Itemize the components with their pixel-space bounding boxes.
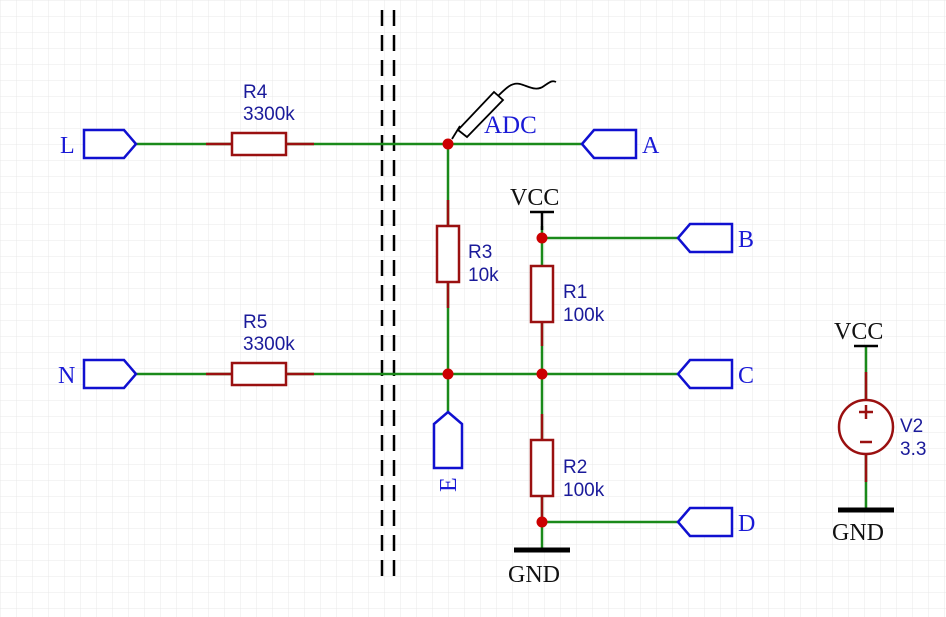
resistor-r5	[230, 361, 288, 387]
junction-dot	[442, 368, 454, 380]
port-label-l: L	[60, 133, 75, 159]
r2-name: R2	[563, 457, 587, 478]
resistor-r2	[529, 438, 555, 498]
isolation-barrier	[380, 10, 396, 582]
r2-value: 100k	[563, 480, 605, 501]
resistor-r4	[230, 131, 288, 157]
net-ports	[82, 128, 734, 538]
port-label-b: B	[738, 227, 754, 253]
port-label-a: A	[642, 133, 660, 159]
r1-name: R1	[563, 282, 587, 303]
v2-name: V2	[900, 416, 923, 437]
junction-dot	[536, 232, 548, 244]
port-n-flag	[82, 358, 138, 390]
r4-name: R4	[243, 82, 268, 103]
vcc-label-source: VCC	[834, 319, 883, 345]
port-label-e: E	[436, 477, 462, 492]
r4-value: 3300k	[243, 104, 295, 125]
vcc-label-main: VCC	[510, 185, 559, 211]
port-d-flag	[676, 506, 734, 538]
v2-value: 3.3	[900, 439, 926, 460]
port-a-flag	[580, 128, 638, 160]
junctions	[442, 138, 548, 528]
r5-value: 3300k	[243, 334, 295, 355]
r3-name: R3	[468, 242, 492, 263]
port-b-flag	[676, 222, 734, 254]
port-l-flag	[82, 128, 138, 160]
resistor-r3	[435, 224, 461, 284]
adc-probe-icon	[451, 80, 557, 140]
junction-dot	[536, 516, 548, 528]
port-e-flag	[432, 410, 464, 470]
voltage-source-v2	[837, 398, 895, 456]
r3-value: 10k	[468, 265, 499, 286]
resistor-r1	[529, 264, 555, 324]
probe-label-adc: ADC	[484, 112, 537, 139]
gnd-label-main: GND	[508, 562, 560, 588]
r1-value: 100k	[563, 305, 605, 326]
junction-dot	[536, 368, 548, 380]
port-label-n: N	[58, 363, 75, 389]
gnd-label-source: GND	[832, 520, 884, 546]
power-symbols	[514, 210, 894, 553]
junction-dot	[442, 138, 454, 150]
port-c-flag	[676, 358, 734, 390]
port-label-d: D	[738, 511, 755, 537]
r5-name: R5	[243, 312, 267, 333]
port-label-c: C	[738, 363, 754, 389]
